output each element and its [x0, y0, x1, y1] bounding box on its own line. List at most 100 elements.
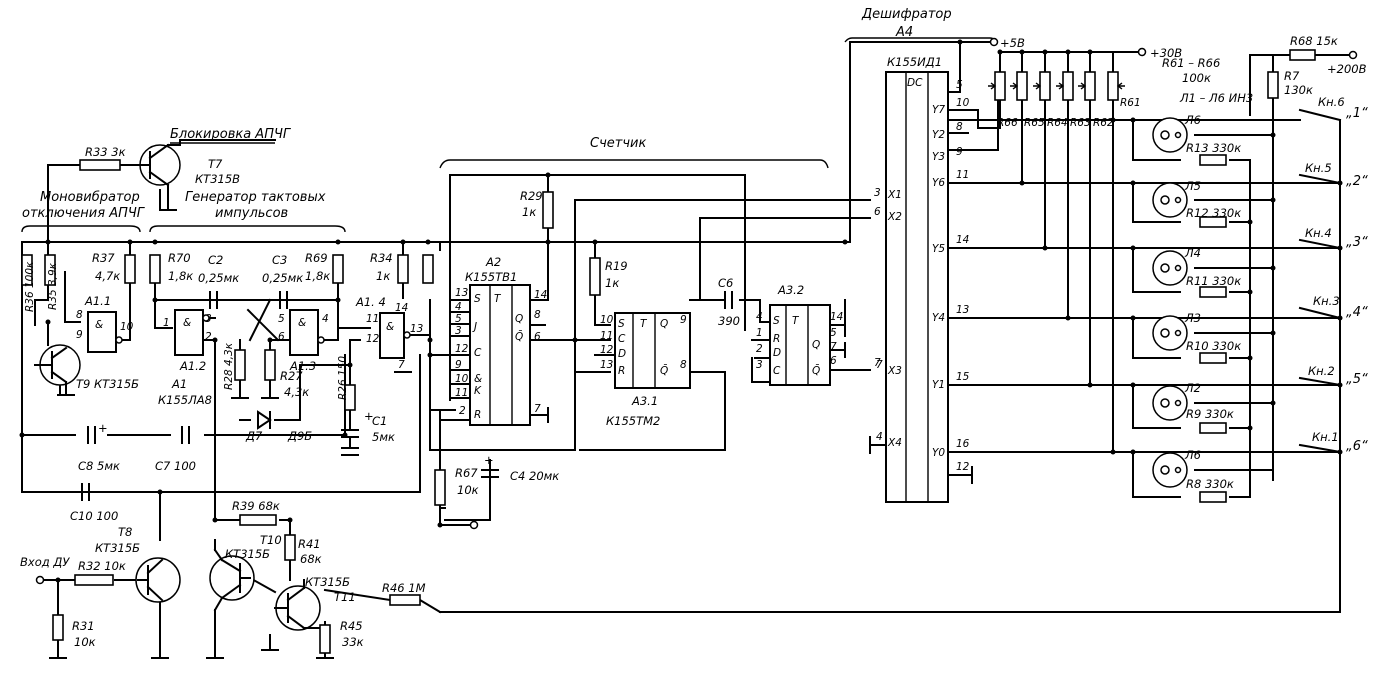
- grounds: [49, 371, 412, 659]
- svg-text:C8 5мк: C8 5мк: [78, 459, 120, 473]
- svg-text:T11: T11: [334, 590, 356, 604]
- svg-text:Q̄: Q̄: [660, 364, 668, 377]
- svg-text:390: 390: [718, 314, 740, 328]
- resistor-r32: [74, 574, 114, 586]
- chip-a3-2: A3.2 S R D C T Q Q̄ 4 1 2 3 14 5 7 6 7: [754, 283, 881, 386]
- resistor-r41: [284, 534, 296, 561]
- svg-text:11: 11: [366, 313, 379, 325]
- decoder-x3: X3: [887, 365, 902, 377]
- transistor-t8: T8 КТ315Б: [95, 525, 181, 603]
- capacitor-c2: C2 0,25мк: [154, 253, 239, 309]
- svg-text:&: &: [183, 317, 191, 329]
- lamp-l6-bottom: Л6 R8 330к: [1152, 448, 1234, 503]
- counter-brace: [439, 159, 829, 169]
- decoder-pin-16: 16: [956, 438, 970, 450]
- svg-text:14: 14: [395, 302, 408, 314]
- svg-text:C2: C2: [208, 253, 223, 267]
- lamp-l3: Л3 R10 330к: [1152, 311, 1241, 364]
- r41-value: 68к: [300, 552, 322, 566]
- resistor-r36: [21, 254, 33, 286]
- capacitor-c7: C7 100: [155, 426, 196, 473]
- r28a-label: R28 4,3к: [223, 342, 235, 390]
- pots: R61 – R66 100к R66 R65 R64 R63 R62 R61: [988, 56, 1220, 129]
- svg-text:R9 330к: R9 330к: [1186, 407, 1234, 421]
- svg-text:+: +: [364, 409, 374, 423]
- svg-text:R11 330к: R11 330к: [1186, 274, 1241, 288]
- r35-label: R35 3,9к: [47, 262, 59, 310]
- gate-a1-1: & A1.1 8 9 10: [76, 294, 134, 353]
- a1-label: A1: [171, 377, 187, 391]
- svg-text:R: R: [474, 409, 481, 421]
- svg-text:C10 100: C10 100: [70, 509, 118, 523]
- r70-label: R70: [168, 251, 191, 265]
- r29-label: R29: [520, 189, 543, 203]
- r66-label: R66: [997, 117, 1018, 129]
- svg-text:Д9Б: Д9Б: [287, 429, 312, 443]
- r62-label: R62: [1093, 117, 1114, 129]
- svg-text:Q: Q: [515, 313, 523, 325]
- r41-label: R41: [298, 537, 321, 551]
- r63-label: R63: [1070, 117, 1091, 129]
- resistor-r31: [52, 614, 64, 641]
- svg-text:C3: C3: [272, 253, 287, 267]
- r27-label: R27: [280, 369, 303, 383]
- resistor-r29: [542, 191, 554, 229]
- lamps-header: Л1 – Л6 ИН3: [1179, 91, 1253, 105]
- mono-title-1: Моновибратор: [40, 190, 140, 205]
- channel-5: „5“: [1346, 372, 1368, 387]
- svg-text:3: 3: [455, 325, 462, 337]
- r46-label: R46 1M: [382, 581, 426, 595]
- r45-label: R45: [340, 619, 363, 633]
- junctions-left: [19, 172, 848, 583]
- svg-text:9: 9: [680, 314, 687, 326]
- svg-text:&: &: [95, 319, 103, 331]
- svg-text:Q̄: Q̄: [515, 330, 523, 343]
- buttons: Кн.6 Кн.5 Кн.4 Кн.3 Кн.2 Кн.1 „1“ „2“ „3…: [1298, 95, 1368, 455]
- svg-text:13: 13: [600, 359, 613, 371]
- decoder-pin-10: 10: [956, 97, 970, 109]
- r69-value: 1,8к: [305, 269, 330, 283]
- input-terminal: [35, 575, 45, 585]
- svg-text:C4 20мк: C4 20мк: [510, 469, 559, 483]
- transistor-t9: T9 КТ315Б: [34, 344, 139, 396]
- svg-text:4: 4: [322, 313, 329, 325]
- decoder-pin-7: 7: [876, 359, 883, 371]
- kn6-label: Кн.6: [1318, 95, 1345, 109]
- channel-4: „4“: [1346, 305, 1368, 320]
- svg-text:4: 4: [756, 311, 763, 323]
- afc-block-title: Блокировка АПЧГ: [170, 127, 292, 142]
- decoder-pin-12: 12: [956, 461, 970, 473]
- decoder-chip-label: К155ИД1: [887, 55, 942, 69]
- svg-text:7: 7: [874, 357, 881, 369]
- svg-text:7: 7: [830, 341, 837, 353]
- channel-3: „3“: [1346, 235, 1368, 250]
- r45-value: 33к: [342, 635, 364, 649]
- svg-text:A1.3: A1.3: [289, 359, 316, 373]
- svg-text:3: 3: [756, 359, 763, 371]
- gate-a1-3: & A1.3 5 6 4: [278, 309, 329, 373]
- svg-text:R12 330к: R12 330к: [1186, 206, 1241, 220]
- transistor-t10: T10 КТ315Б: [209, 533, 282, 612]
- svg-text:0,25мк: 0,25мк: [262, 271, 303, 285]
- svg-text:1: 1: [756, 327, 763, 339]
- decoder-y3: Y3: [932, 151, 945, 163]
- svg-text:+: +: [484, 453, 494, 467]
- r37-value: 4,7к: [95, 269, 120, 283]
- svg-text:C: C: [618, 333, 626, 345]
- r69-label: R69: [305, 251, 328, 265]
- svg-text:К155ТВ1: К155ТВ1: [465, 270, 517, 284]
- svg-text:S: S: [773, 315, 780, 327]
- resistor-r45: [319, 624, 331, 654]
- decoder-x4: X4: [887, 437, 902, 449]
- decoder-y6: Y6: [932, 177, 945, 189]
- svg-text:8: 8: [680, 359, 687, 371]
- svg-text:R: R: [773, 333, 780, 345]
- input-label: Вход ДУ: [20, 555, 70, 569]
- r27-value: 4,3к: [284, 385, 309, 399]
- decoder-pin-5: 5: [956, 79, 963, 91]
- r68-label: R68 15к: [1290, 34, 1338, 48]
- svg-text:10: 10: [120, 321, 134, 333]
- decoder-pin-13: 13: [956, 304, 969, 316]
- r64-label: R64: [1047, 117, 1068, 129]
